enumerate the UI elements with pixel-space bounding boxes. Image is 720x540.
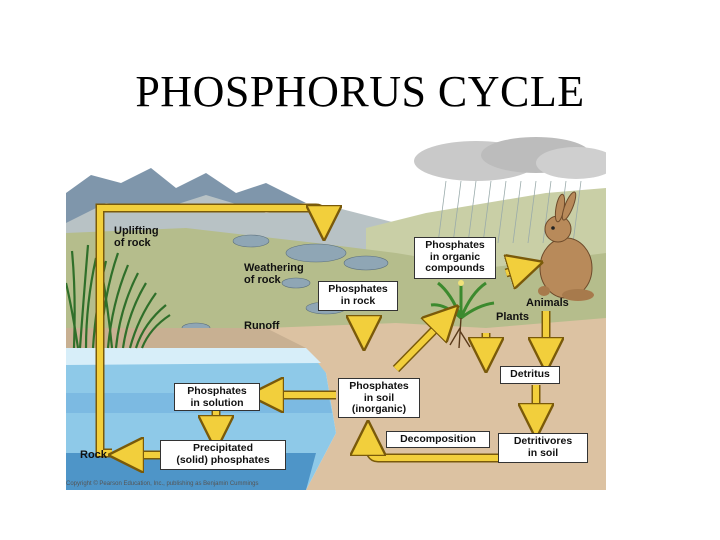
detritus-box: Detritus [500, 366, 560, 384]
rock-label: Rock [80, 449, 107, 461]
phosphates-in-soil-box: Phosphates in soil (inorganic) [338, 378, 420, 418]
phosphorus-cycle-diagram: Uplifting of rock Weathering of rock Run… [66, 133, 606, 490]
phosphates-in-solution-box: Phosphates in solution [174, 383, 260, 411]
precipitated-phosphates-box: Precipitated (solid) phosphates [160, 440, 286, 470]
decomposition-box: Decomposition [386, 431, 490, 448]
runoff-label: Runoff [244, 320, 279, 332]
detritivores-in-soil-box: Detritivores in soil [498, 433, 588, 463]
copyright-note: Copyright © Pearson Education, Inc., pub… [66, 481, 259, 487]
phosphates-organic-compounds-box: Phosphates in organic compounds [414, 237, 496, 279]
phosphates-in-rock-box: Phosphates in rock [318, 281, 398, 311]
animals-label: Animals [526, 297, 569, 309]
slide-title: PHOSPHORUS CYCLE [0, 66, 720, 117]
uplifting-of-rock-label: Uplifting of rock [114, 225, 159, 249]
plants-label: Plants [496, 311, 529, 323]
weathering-of-rock-label: Weathering of rock [244, 262, 304, 286]
